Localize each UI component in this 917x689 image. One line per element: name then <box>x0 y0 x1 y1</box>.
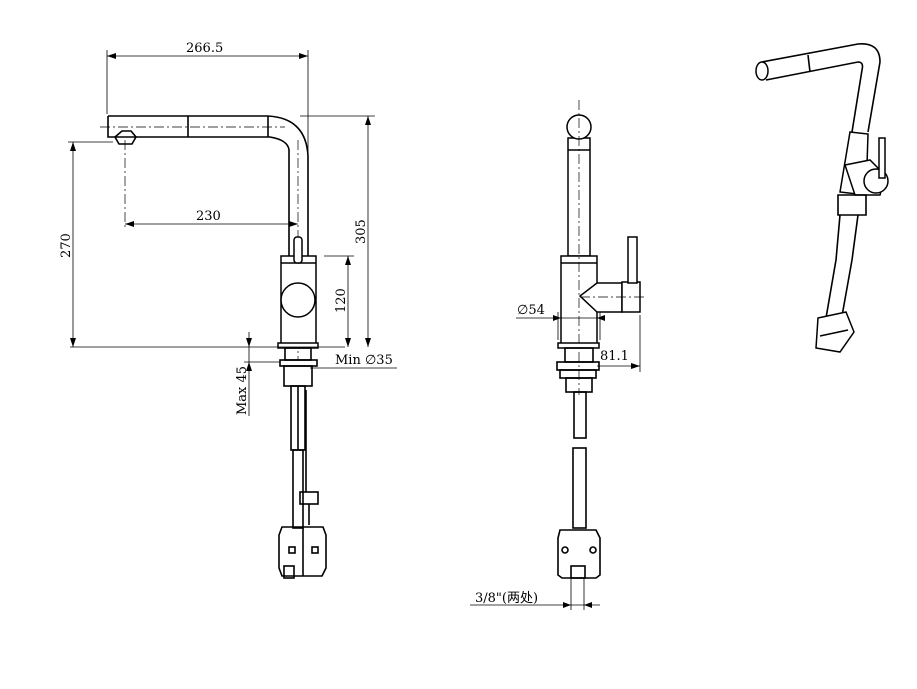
lever <box>293 236 303 264</box>
dim-305: 305 <box>354 219 369 244</box>
dimensions-side: ∅54 81.1 3/8"(两处) <box>470 303 641 610</box>
dimensions-front: 266.5 230 270 305 120 Max 45 Min ∅35 <box>59 41 397 416</box>
lever-side <box>627 236 638 284</box>
dim-230: 230 <box>196 209 221 224</box>
dim-min-35: Min ∅35 <box>335 353 393 368</box>
dim-81-1: 81.1 <box>600 349 629 364</box>
nozzle <box>113 130 137 145</box>
dim-54: ∅54 <box>517 303 545 318</box>
spout-outline <box>107 115 309 256</box>
isometric-view <box>755 43 889 353</box>
dim-max-45: Max 45 <box>235 366 250 415</box>
knob <box>280 282 316 318</box>
hose-connector <box>278 526 327 577</box>
hose-connector-side <box>557 529 601 579</box>
dim-266-5: 266.5 <box>186 41 223 56</box>
dim-270: 270 <box>59 233 74 258</box>
dim-3-8: 3/8"(两处) <box>475 591 538 606</box>
side-view: ∅54 81.1 3/8"(两处) <box>470 100 645 610</box>
front-view: 266.5 230 270 305 120 Max 45 Min ∅35 <box>59 41 397 579</box>
dim-120: 120 <box>334 288 349 313</box>
